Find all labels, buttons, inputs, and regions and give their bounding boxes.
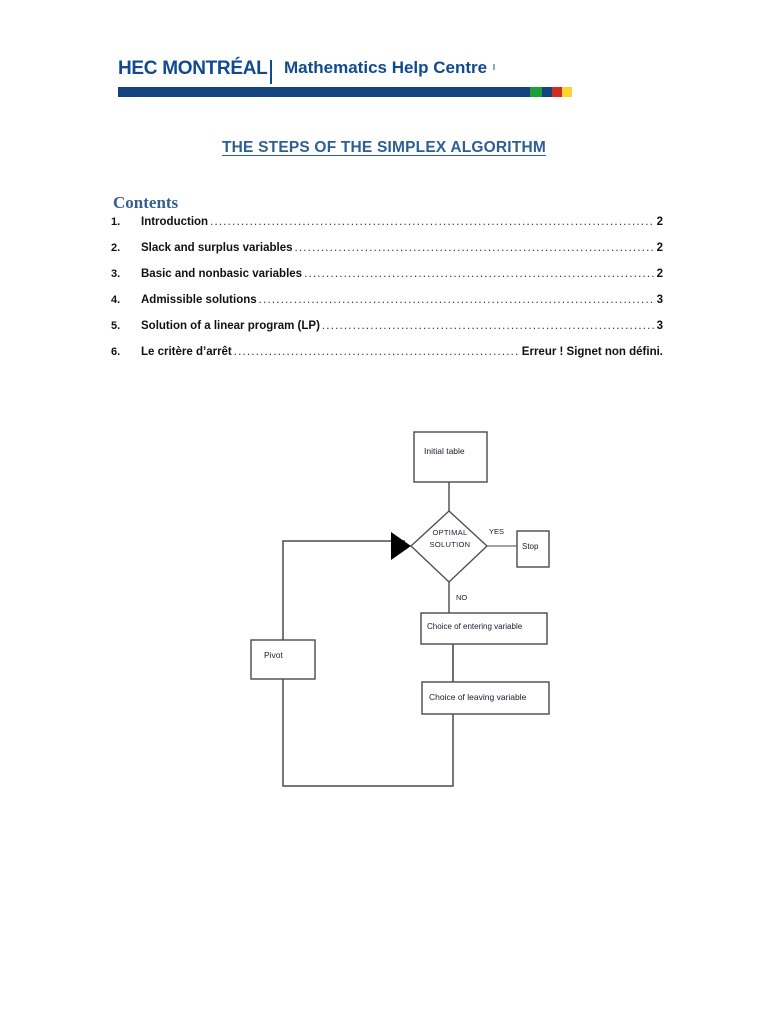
toc-number: 2. [111,242,121,254]
bar-segment-red [552,87,562,97]
toc-number: 1. [111,216,121,228]
toc-entry[interactable]: 4. Admissible solutions ................… [111,294,663,320]
node-pivot-label: Pivot [264,650,283,660]
logo-divider [270,60,272,84]
optimal-line-1: OPTIMAL [432,528,468,537]
toc-label: Admissible solutions [141,294,257,306]
toc-leader: ........................................… [321,320,655,332]
bar-segment-main [118,87,530,97]
header-dot-mark [493,64,495,70]
node-entering-variable-label: Choice of entering variable [427,622,523,631]
toc-entry[interactable]: 2. Slack and surplus variables .........… [111,242,663,268]
node-optimal-solution-label: OPTIMAL SOLUTION [425,527,475,551]
toc-leader: ........................................… [258,294,655,306]
toc-page-number: 2 [656,242,663,254]
bar-segment-green [530,87,542,97]
contents-heading: Contents [113,193,179,212]
toc-leader: ........................................… [210,216,655,228]
toc-number: 4. [111,294,121,306]
toc-label: Le critère d’arrêt [141,346,232,358]
toc-page-number: Erreur ! Signet non défini. [521,346,663,358]
toc-number: 5. [111,320,121,332]
edge-label-yes: YES [489,527,505,536]
edge-label-no: NO [456,593,468,602]
mathematics-help-centre-label: Mathematics Help Centre [284,58,488,77]
header-color-bar [118,87,572,97]
bar-segment-blue [542,87,552,97]
toc-number: 6. [111,346,121,358]
toc-leader: ........................................… [304,268,655,280]
toc-leader: ........................................… [294,242,655,254]
page-title: THE STEPS OF THE SIMPLEX ALGORITHM [222,139,546,156]
hec-montreal-logo: HEC MONTRÉAL [118,58,268,79]
toc-label: Basic and nonbasic variables [141,268,303,280]
node-stop-label: Stop [522,542,539,551]
node-initial-table-label: Initial table [424,446,465,456]
institution-header: HEC MONTRÉAL Mathematics Help Centre [118,58,572,100]
toc-page-number: 3 [656,320,663,332]
table-of-contents: 1. Introduction ........................… [111,216,663,372]
arrowhead-into-decision [391,532,411,560]
toc-entry[interactable]: 5. Solution of a linear program (LP) ...… [111,320,663,346]
bar-segment-yellow [562,87,572,97]
edge-feedback-loop [282,540,454,787]
toc-page-number: 2 [656,268,663,280]
toc-label: Introduction [141,216,209,228]
node-pivot [250,639,316,680]
toc-leader: ........................................… [233,346,520,358]
node-leaving-variable-label: Choice of leaving variable [429,692,527,702]
toc-entry[interactable]: 6. Le critère d’arrêt ..................… [111,346,663,372]
toc-entry[interactable]: 1. Introduction ........................… [111,216,663,242]
toc-page-number: 2 [656,216,663,228]
toc-page-number: 3 [656,294,663,306]
toc-label: Slack and surplus variables [141,242,293,254]
node-initial-table [413,431,488,483]
toc-number: 3. [111,268,121,280]
optimal-line-2: SOLUTION [429,540,471,549]
toc-entry[interactable]: 3. Basic and nonbasic variables ........… [111,268,663,294]
toc-label: Solution of a linear program (LP) [141,320,320,332]
